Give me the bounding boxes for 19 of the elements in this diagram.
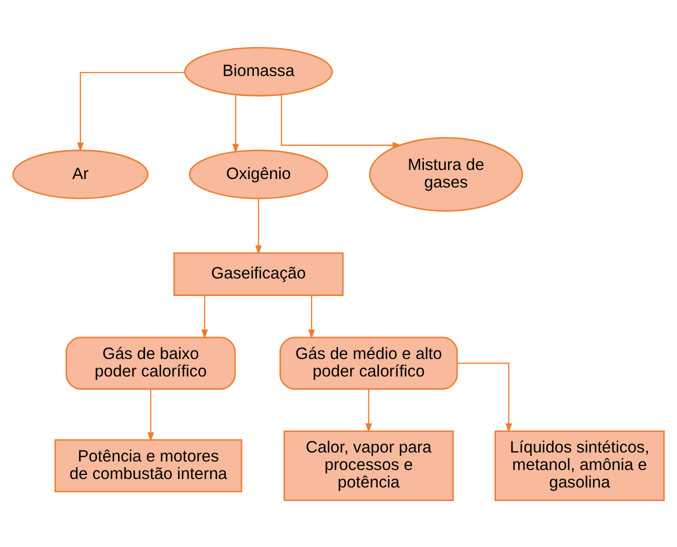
node-ellipse: Mistura de gases xyxy=(369,136,524,212)
node-box: Líquidos sintéticos, metanol, amônia e gasolina xyxy=(494,430,665,501)
node-box: Gás de baixo poder calorífico xyxy=(66,336,236,390)
node-ellipse: Oxigênio xyxy=(188,149,328,199)
arrow xyxy=(201,294,208,338)
arrow xyxy=(308,294,315,338)
node-box: Potência e motores de combustão interna xyxy=(54,438,242,492)
arrow xyxy=(232,94,239,153)
node-box: Gás de médio e alto poder calorífico xyxy=(280,336,458,390)
node-ellipse: Ar xyxy=(12,149,148,199)
node-box: Calor, vapor para processos e potência xyxy=(284,430,454,501)
arrow xyxy=(147,388,154,442)
node-box: Gaseificação xyxy=(173,252,344,296)
arrow xyxy=(280,94,402,148)
arrow xyxy=(457,362,512,432)
node-ellipse: Biomassa xyxy=(184,46,333,96)
arrow xyxy=(255,198,262,254)
arrow xyxy=(77,72,185,152)
arrow xyxy=(365,388,372,432)
